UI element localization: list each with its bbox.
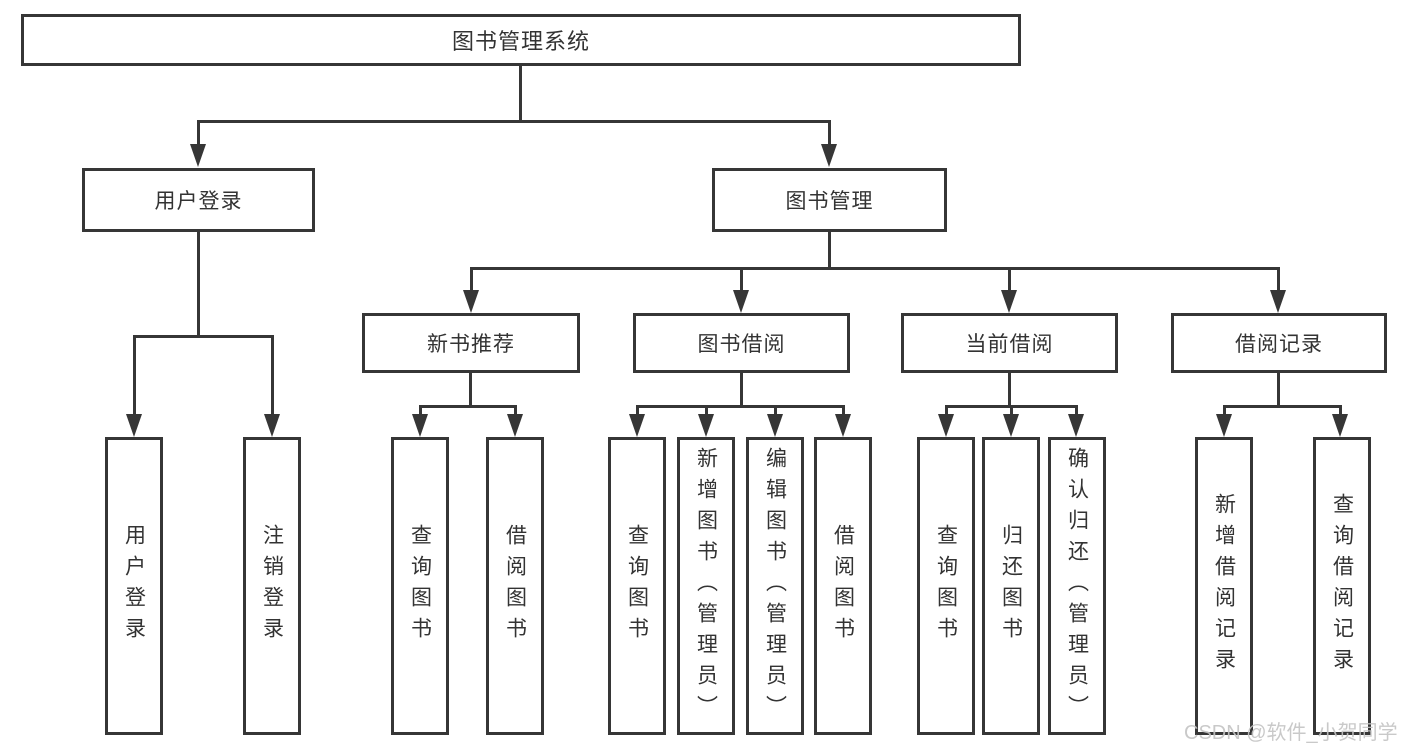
node-book-borrow: 图书借阅 bbox=[633, 313, 850, 373]
node-leaf-add-borrow-record: 新增借阅记录 bbox=[1195, 437, 1253, 735]
connector-drop bbox=[1339, 405, 1342, 417]
arrow-down-icon bbox=[733, 290, 749, 313]
csdn-watermark: CSDN @软件_小贺同学 bbox=[1184, 722, 1398, 744]
connector-drop bbox=[419, 405, 422, 417]
connector-drop-user-login bbox=[197, 120, 200, 146]
connector-current-borrow-stem bbox=[1008, 373, 1011, 407]
leaf-label: 查询借阅记录 bbox=[1330, 493, 1354, 679]
node-leaf-user-login: 用户登录 bbox=[105, 437, 163, 735]
connector-new-book-bar bbox=[419, 405, 517, 408]
connector-drop bbox=[1075, 405, 1078, 417]
leaf-label: 新增图书（管理员） bbox=[694, 446, 718, 726]
node-leaf-borrow-books-2: 借阅图书 bbox=[814, 437, 872, 735]
connector-book-borrow-stem bbox=[740, 373, 743, 407]
arrow-down-icon bbox=[1001, 290, 1017, 313]
arrow-down-icon bbox=[1270, 290, 1286, 313]
connector-drop bbox=[945, 405, 948, 417]
leaf-label: 编辑图书（管理员） bbox=[763, 446, 787, 726]
connector-book-borrow-bar bbox=[636, 405, 845, 408]
connector-book-management-bar bbox=[470, 267, 1280, 270]
connector-book-management-stem bbox=[828, 232, 831, 269]
leaf-label: 确认归还（管理员） bbox=[1065, 446, 1089, 726]
node-leaf-return-books: 归还图书 bbox=[982, 437, 1040, 735]
leaf-label: 归还图书 bbox=[999, 524, 1023, 648]
node-leaf-add-books-admin: 新增图书（管理员） bbox=[677, 437, 735, 735]
connector-user-login-bar bbox=[133, 335, 274, 338]
arrow-down-icon bbox=[463, 290, 479, 313]
connector-drop-borrow-records bbox=[1277, 267, 1280, 291]
arrow-down-icon bbox=[190, 144, 206, 167]
node-leaf-query-books-3: 查询图书 bbox=[917, 437, 975, 735]
connector-drop-leaf-user-login bbox=[133, 335, 136, 416]
connector-drop-book-borrow bbox=[740, 267, 743, 291]
node-borrow-records: 借阅记录 bbox=[1171, 313, 1387, 373]
connector-drop bbox=[1223, 405, 1226, 417]
arrow-down-icon bbox=[412, 414, 428, 437]
node-leaf-query-borrow-record: 查询借阅记录 bbox=[1313, 437, 1371, 735]
connector-borrow-records-bar bbox=[1223, 405, 1342, 408]
arrow-down-icon bbox=[767, 414, 783, 437]
leaf-label: 查询图书 bbox=[934, 524, 958, 648]
connector-new-book-stem bbox=[469, 373, 472, 407]
leaf-label: 注销登录 bbox=[260, 524, 284, 648]
node-root: 图书管理系统 bbox=[21, 14, 1021, 66]
arrow-down-icon bbox=[835, 414, 851, 437]
arrow-down-icon bbox=[938, 414, 954, 437]
arrow-down-icon bbox=[1003, 414, 1019, 437]
leaf-label: 查询图书 bbox=[408, 524, 432, 648]
leaf-label: 借阅图书 bbox=[831, 524, 855, 648]
arrow-down-icon bbox=[629, 414, 645, 437]
node-new-book-recommend: 新书推荐 bbox=[362, 313, 580, 373]
connector-root-stem bbox=[519, 66, 522, 122]
connector-root-bar bbox=[197, 120, 831, 123]
arrow-down-icon bbox=[507, 414, 523, 437]
node-current-borrow: 当前借阅 bbox=[901, 313, 1118, 373]
connector-drop bbox=[1010, 405, 1013, 417]
connector-borrow-records-stem bbox=[1277, 373, 1280, 407]
connector-drop-leaf-logout bbox=[271, 335, 274, 416]
connector-drop bbox=[705, 405, 708, 417]
connector-user-login-stem bbox=[197, 232, 200, 337]
connector-drop bbox=[514, 405, 517, 417]
node-user-login: 用户登录 bbox=[82, 168, 315, 232]
node-leaf-edit-books-admin: 编辑图书（管理员） bbox=[746, 437, 804, 735]
connector-drop-current-borrow bbox=[1008, 267, 1011, 291]
node-leaf-logout: 注销登录 bbox=[243, 437, 301, 735]
arrow-down-icon bbox=[821, 144, 837, 167]
connector-drop bbox=[842, 405, 845, 417]
node-book-management: 图书管理 bbox=[712, 168, 947, 232]
arrow-down-icon bbox=[698, 414, 714, 437]
connector-drop bbox=[636, 405, 639, 417]
arrow-down-icon bbox=[264, 414, 280, 437]
leaf-label: 用户登录 bbox=[122, 524, 146, 648]
arrow-down-icon bbox=[1068, 414, 1084, 437]
node-leaf-query-books-1: 查询图书 bbox=[391, 437, 449, 735]
arrow-down-icon bbox=[1216, 414, 1232, 437]
leaf-label: 新增借阅记录 bbox=[1212, 493, 1236, 679]
arrow-down-icon bbox=[1332, 414, 1348, 437]
node-leaf-borrow-books-1: 借阅图书 bbox=[486, 437, 544, 735]
leaf-label: 借阅图书 bbox=[503, 524, 527, 648]
node-leaf-confirm-return-admin: 确认归还（管理员） bbox=[1048, 437, 1106, 735]
node-leaf-query-books-2: 查询图书 bbox=[608, 437, 666, 735]
leaf-label: 查询图书 bbox=[625, 524, 649, 648]
arrow-down-icon bbox=[126, 414, 142, 437]
connector-drop-new-book bbox=[470, 267, 473, 291]
connector-drop bbox=[774, 405, 777, 417]
connector-drop-book-management bbox=[828, 120, 831, 146]
